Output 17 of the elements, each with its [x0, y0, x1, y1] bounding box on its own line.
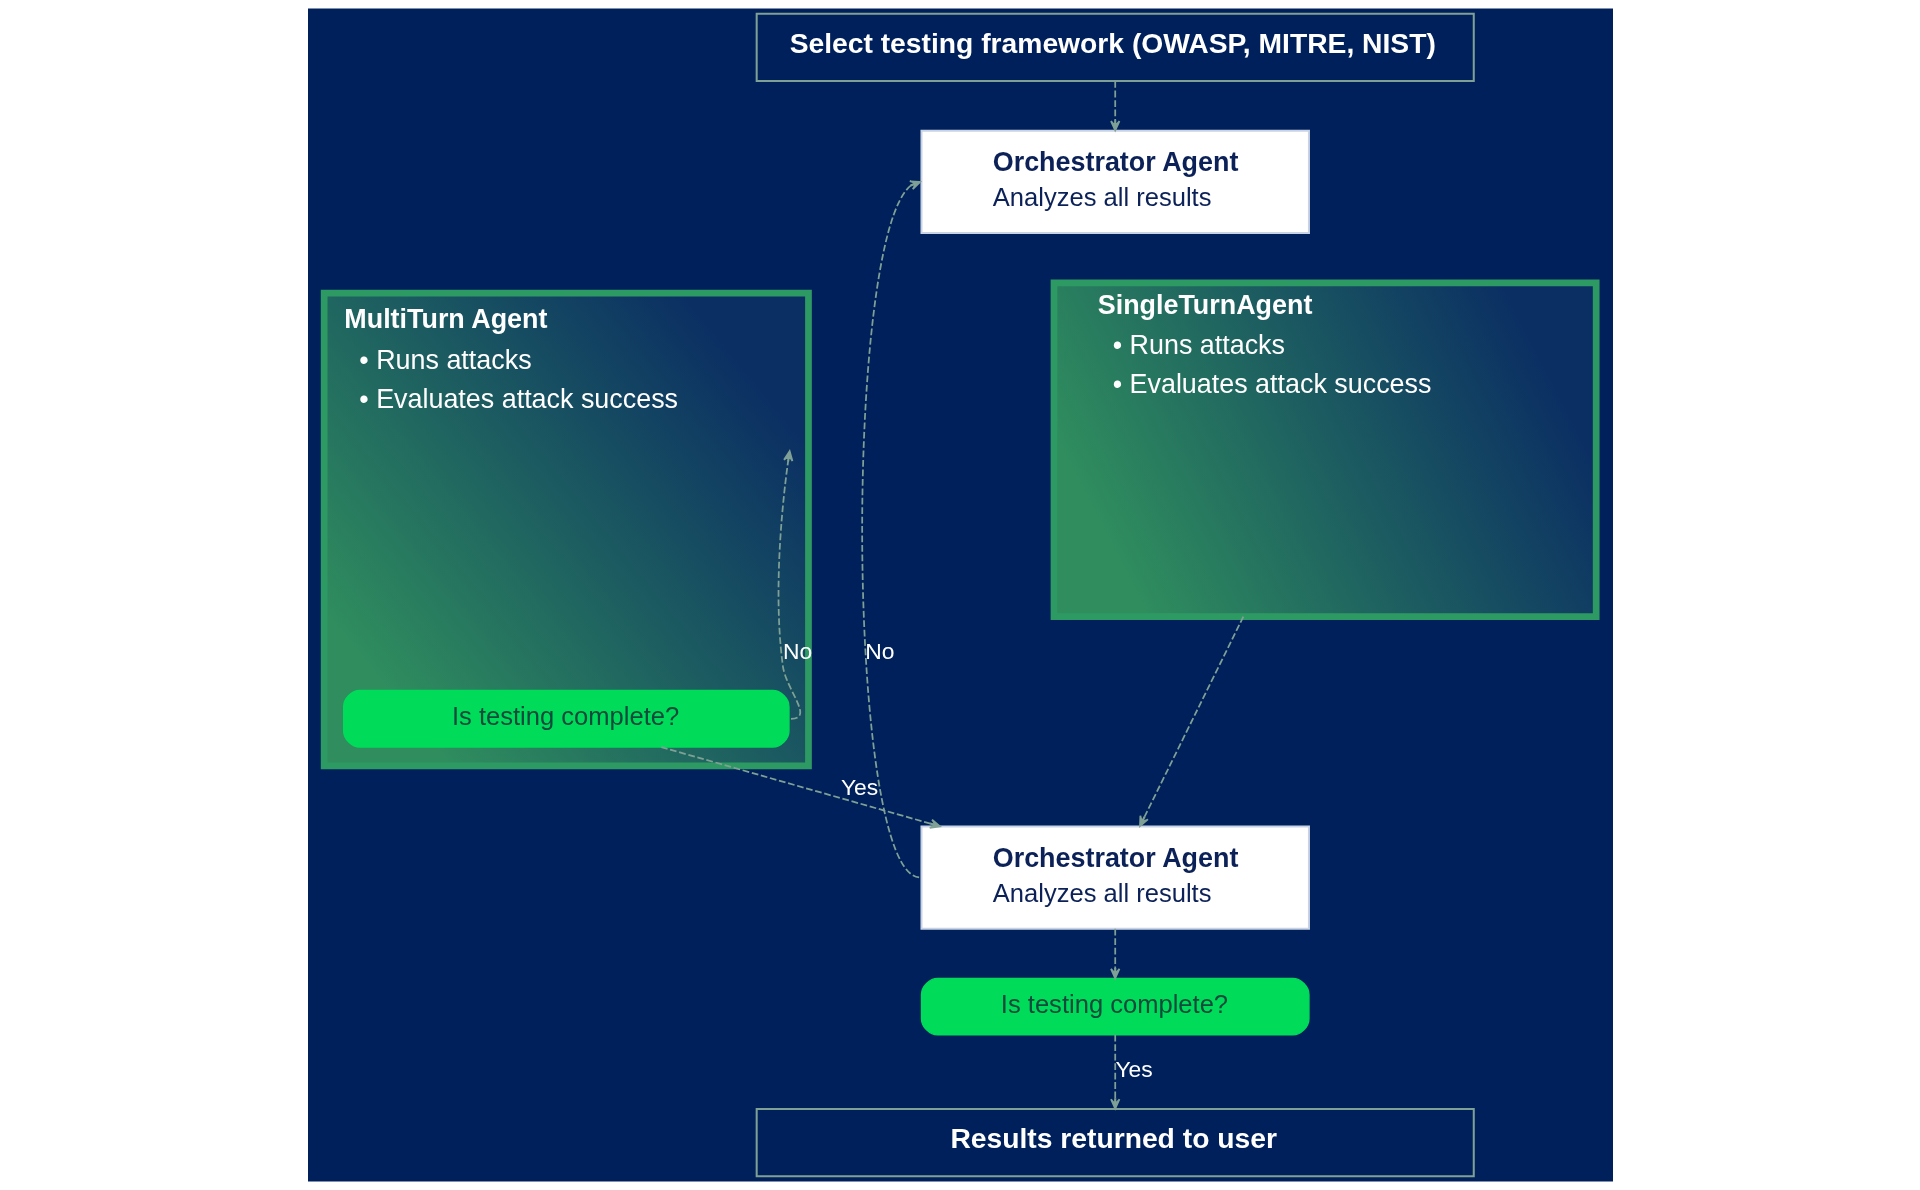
arrow: [659, 746, 941, 829]
edge-label: No: [864, 638, 894, 665]
arrow: [1109, 1034, 1120, 1110]
arrow: [777, 450, 801, 720]
arrow: [1138, 615, 1244, 827]
edge-label: Yes: [840, 773, 878, 800]
node-box: Orchestrator Agent Analyzes all results: [919, 825, 1310, 930]
node-box: Select testing framework (OWASP, MITRE, NIST): [755, 12, 1475, 83]
edge-label: No: [782, 638, 812, 665]
node-box: Orchestrator Agent Analyzes all results: [919, 129, 1310, 235]
arrow: [860, 180, 921, 879]
node-box: Is testing complete?: [342, 689, 790, 748]
edge-label: Yes: [1114, 1056, 1153, 1083]
node-box: Is testing complete?: [920, 977, 1310, 1036]
node-box: Results returned to user: [755, 1107, 1475, 1178]
arrow: [1109, 80, 1120, 132]
arrow: [1109, 927, 1120, 980]
